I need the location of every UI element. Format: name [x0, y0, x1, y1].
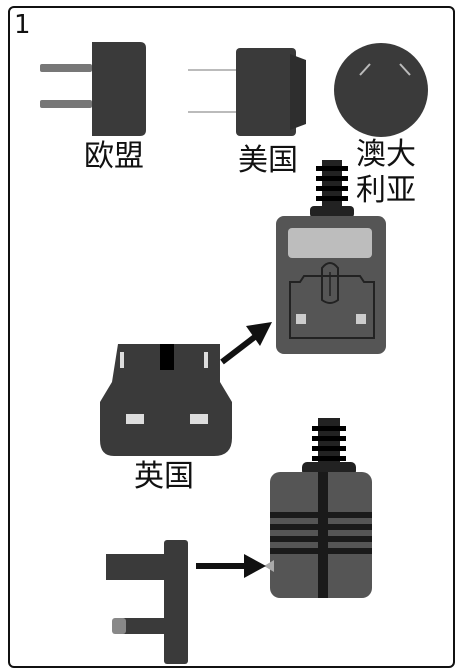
- arrow-uk-to-charger: [220, 322, 272, 365]
- label-uk: 英国: [134, 459, 194, 494]
- label-au-line1: 澳大: [356, 137, 416, 172]
- us-plug-adapter: [236, 48, 306, 136]
- label-us: 美国: [238, 143, 298, 178]
- au-plug-adapter: [334, 43, 428, 137]
- step-number: 1: [14, 10, 31, 40]
- eu-plug-adapter: [40, 42, 146, 136]
- uk-adapter-side-view: [106, 540, 188, 664]
- charger-body-bottom: [264, 418, 372, 598]
- label-au-line2: 利亚: [356, 173, 416, 208]
- uk-plug-adapter: [100, 344, 232, 456]
- charger-body-top: [276, 160, 386, 354]
- arrow-adapter-to-charger: [196, 554, 266, 578]
- label-eu: 欧盟: [84, 139, 144, 174]
